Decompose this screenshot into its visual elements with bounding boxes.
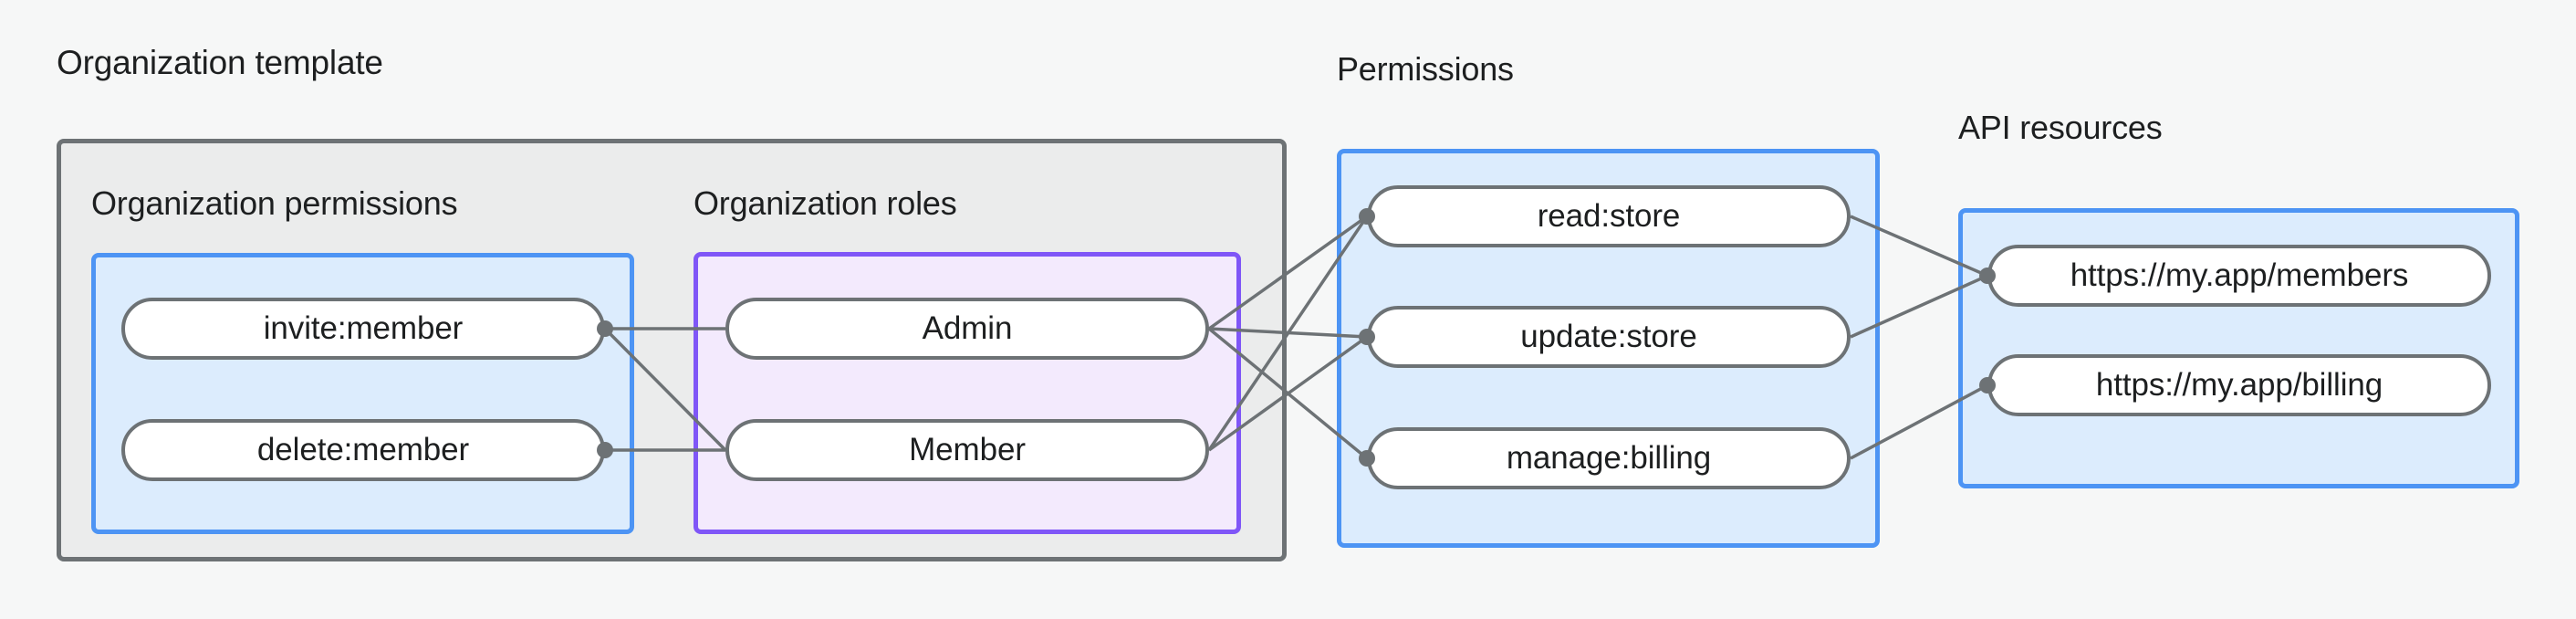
group-title-organization-template: Organization template xyxy=(57,44,383,81)
node-update-store[interactable]: update:store xyxy=(1367,306,1851,368)
group-title-permissions: Permissions xyxy=(1337,50,1514,88)
group-title-organization-permissions: Organization permissions xyxy=(91,184,458,222)
group-box-organization-permissions xyxy=(91,253,634,534)
node-manage-billing[interactable]: manage:billing xyxy=(1367,427,1851,489)
group-box-organization-roles xyxy=(694,252,1241,534)
group-title-api-resources: API resources xyxy=(1958,109,2163,146)
node-admin[interactable]: Admin xyxy=(725,298,1209,360)
node-my-app-billing[interactable]: https://my.app/billing xyxy=(1987,354,2491,416)
group-title-organization-roles: Organization roles xyxy=(694,184,957,222)
node-my-app-members[interactable]: https://my.app/members xyxy=(1987,245,2491,307)
node-read-store[interactable]: read:store xyxy=(1367,185,1851,247)
node-invite-member[interactable]: invite:member xyxy=(121,298,605,360)
node-delete-member[interactable]: delete:member xyxy=(121,419,605,481)
node-member[interactable]: Member xyxy=(725,419,1209,481)
